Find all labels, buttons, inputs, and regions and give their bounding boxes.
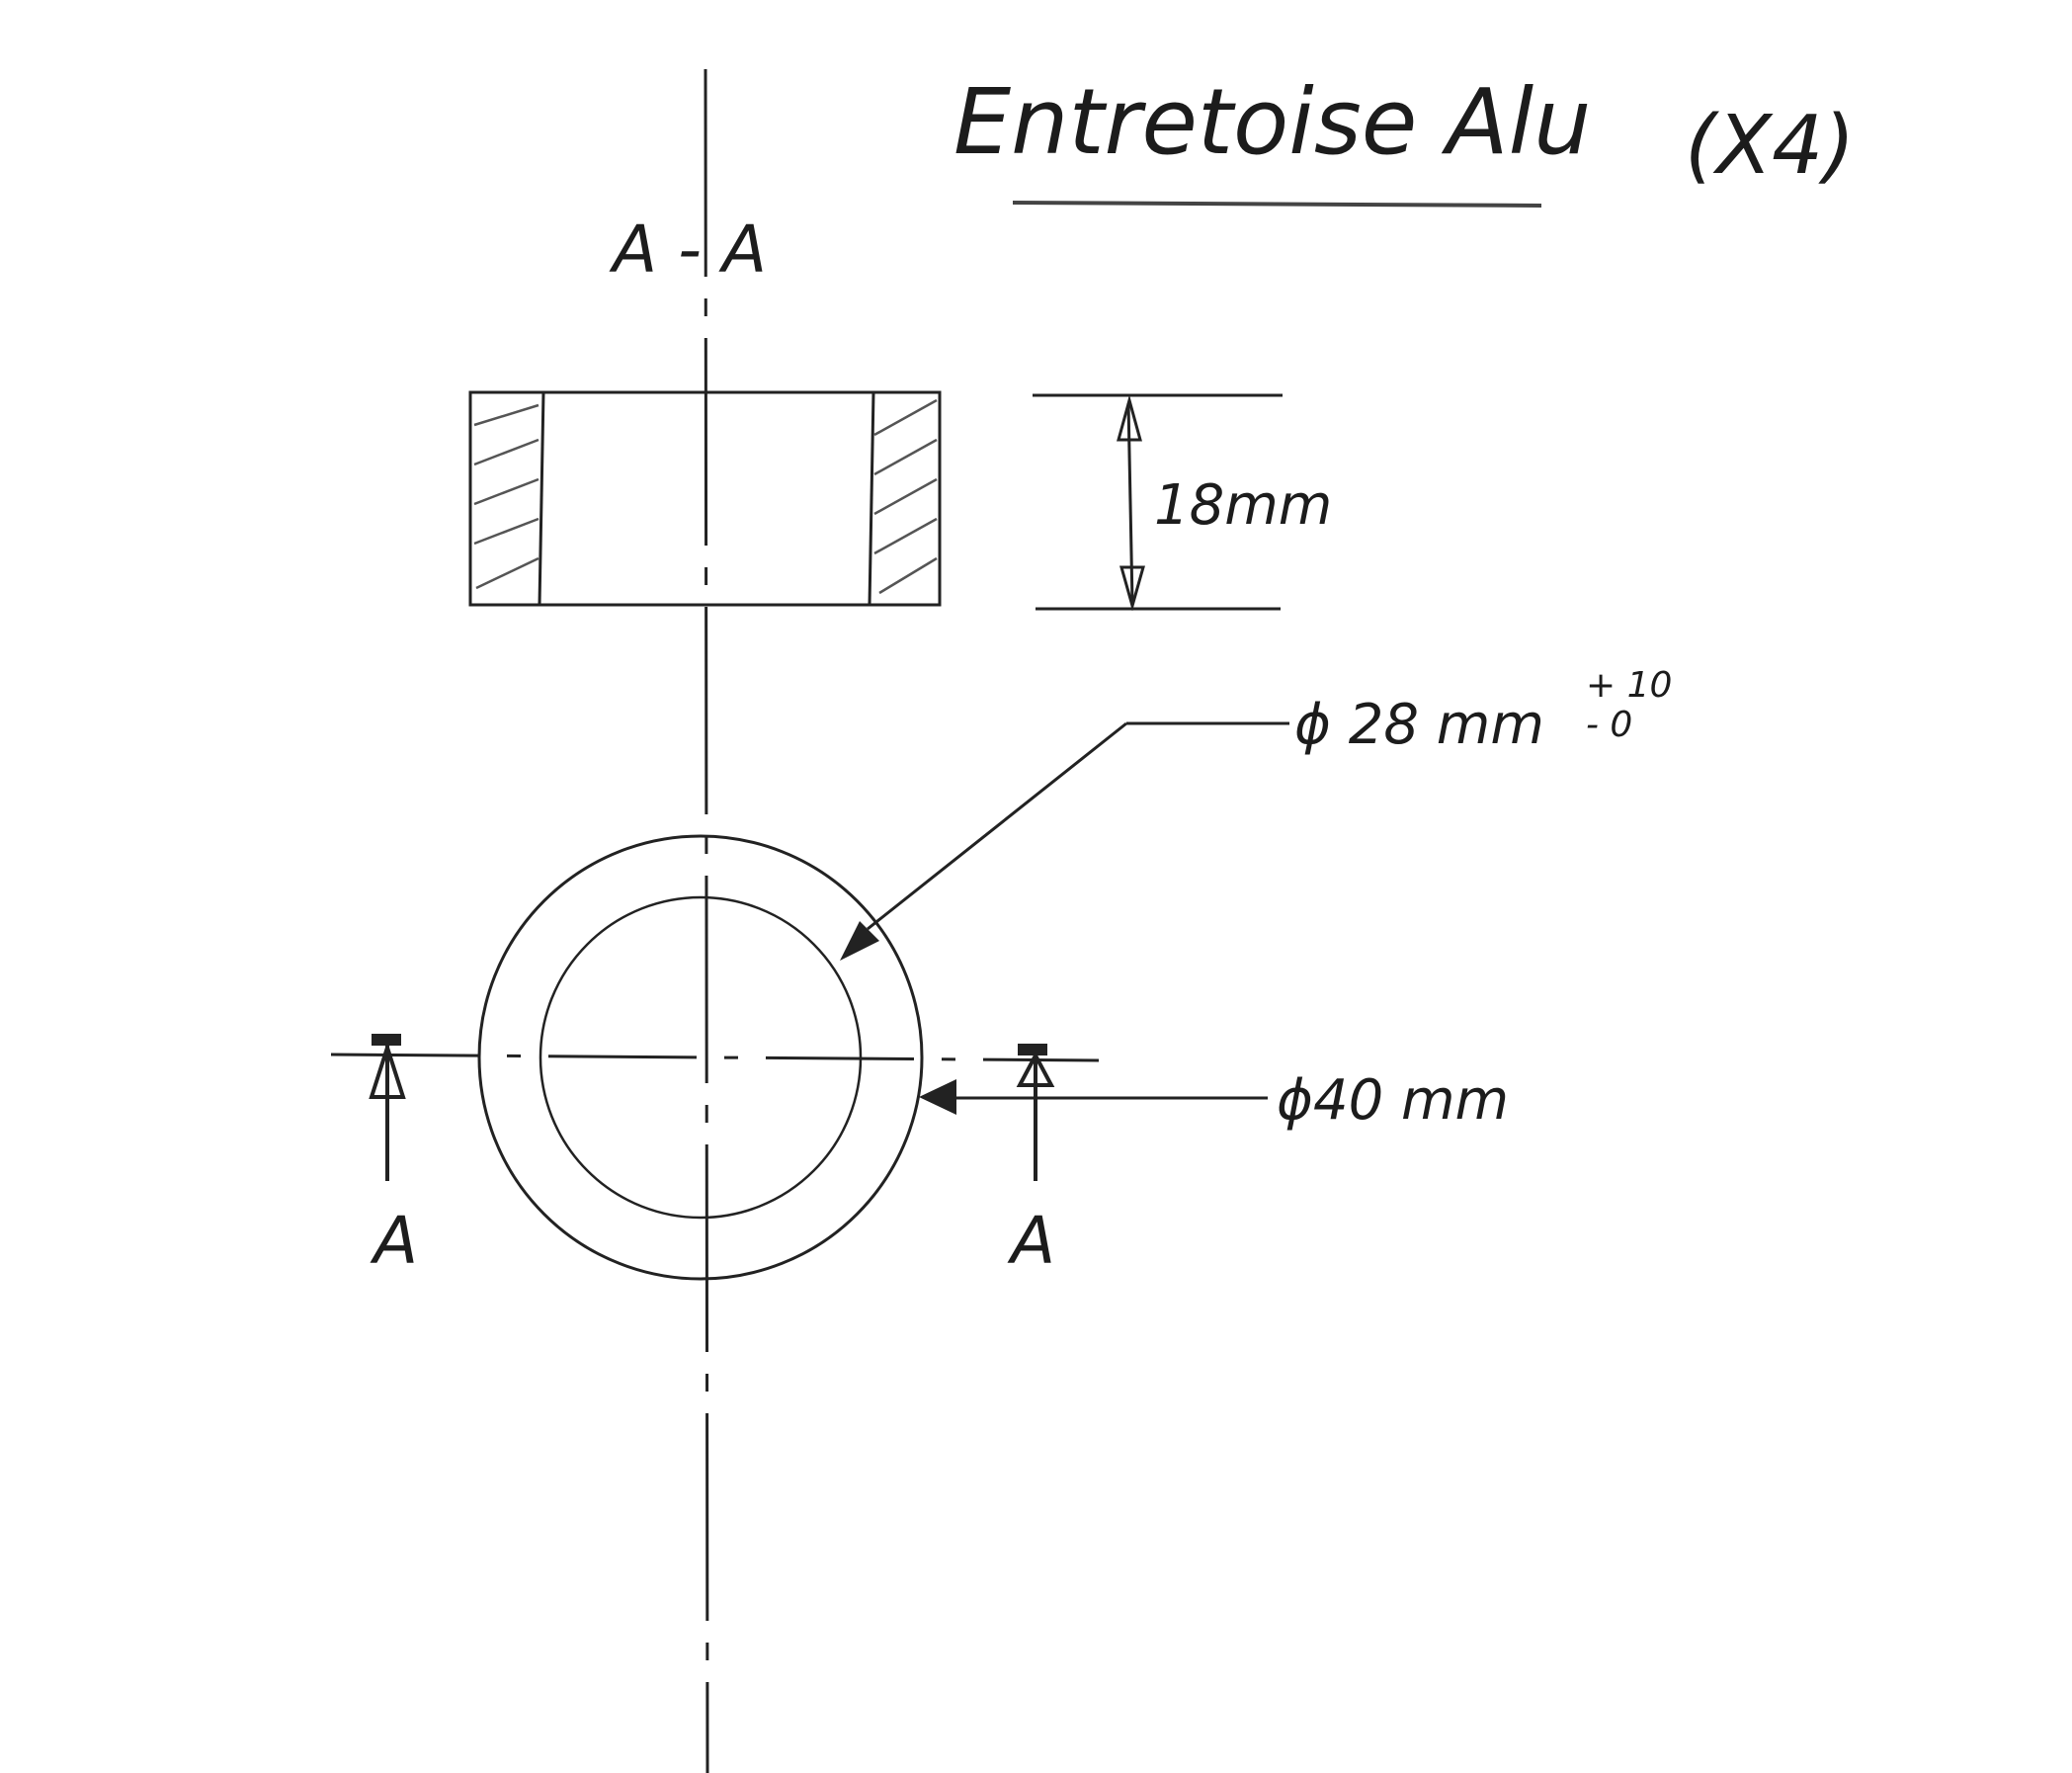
hatch-left	[473, 403, 539, 590]
section-marker-label-right: A	[1007, 1203, 1055, 1279]
arrow-up-icon	[1117, 394, 1142, 442]
arrow-down-icon	[1119, 565, 1145, 612]
outer-diameter-callout: ϕ40 mm	[919, 1068, 1509, 1133]
marker-tick	[1018, 1044, 1047, 1055]
bore-edge-left	[538, 391, 545, 606]
bore-edge-right	[868, 391, 875, 606]
arrow-up-icon	[1016, 1051, 1055, 1087]
height-dimension-label: 18mm	[1154, 473, 1332, 538]
hatch-right	[873, 398, 938, 595]
leader-arrow-icon	[840, 921, 879, 961]
section-marker-right: A	[1007, 1044, 1055, 1279]
title-underline	[1012, 201, 1542, 208]
section-outline	[468, 390, 942, 607]
inner-tolerance-upper: + 10	[1586, 665, 1672, 706]
leader-arrow-icon	[919, 1079, 956, 1115]
section-line	[330, 1053, 1100, 1062]
height-dimension: 18mm	[1033, 393, 1332, 612]
section-marker-label-left: A	[370, 1203, 418, 1279]
inner-tolerance-lower: - 0	[1586, 705, 1632, 745]
section-view	[468, 390, 942, 607]
section-view-label: A - A	[609, 211, 767, 288]
section-marker-left: A	[369, 1034, 418, 1279]
center-axis	[704, 68, 709, 1773]
quantity-label: (X4)	[1685, 99, 1855, 193]
inner-diameter-label: ϕ 28 mm	[1294, 693, 1544, 757]
drawing-title: Entretoise Alu	[953, 69, 1591, 175]
outer-diameter-label: ϕ40 mm	[1277, 1068, 1509, 1133]
arrow-up-icon	[369, 1041, 406, 1099]
marker-tick	[372, 1034, 401, 1046]
outer-circle	[477, 834, 924, 1281]
inner-diameter-callout: ϕ 28 mm + 10 - 0	[840, 665, 1672, 961]
